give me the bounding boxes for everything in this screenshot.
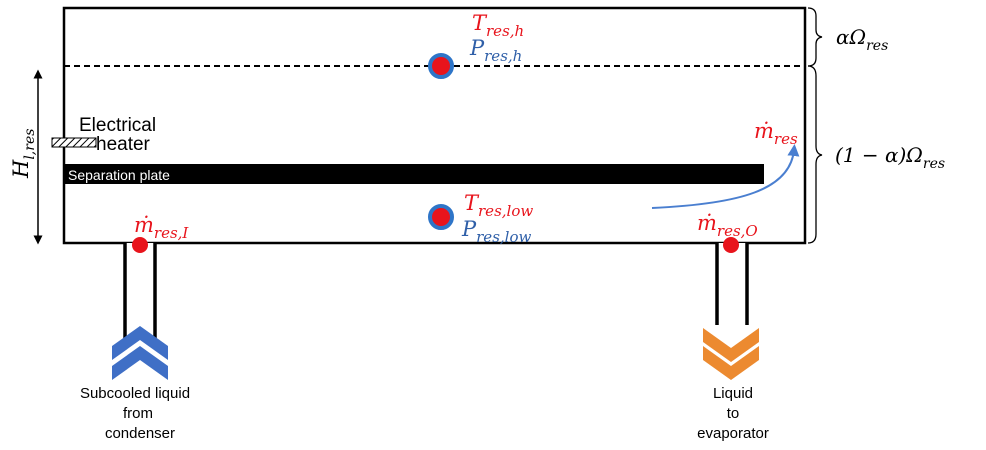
inlet-label-line1: Subcooled liquid [80, 385, 190, 402]
outlet-label-line2: to [727, 405, 740, 422]
liquid-volume-sub: res [923, 156, 945, 172]
outlet-label-line3: evaporator [697, 425, 769, 442]
p-high-label: Pres,h [469, 36, 522, 65]
p-low-main: P [461, 217, 477, 241]
liquid-height-sub: l,res [22, 129, 38, 160]
double-chevron-down-icon [703, 328, 759, 380]
vapor-volume-brace [807, 7, 823, 67]
t-high-main: T [472, 11, 488, 35]
p-high-main: P [469, 36, 485, 60]
t-low-label: Tres,low [464, 191, 533, 220]
separation-plate-label: Separation plate [68, 167, 170, 183]
sensor-high [428, 53, 454, 79]
m-res-main: ṁ [754, 119, 774, 143]
t-high-label: Tres,h [472, 11, 524, 40]
vapor-volume-label: αΩres [836, 25, 888, 54]
separation-plate [64, 164, 764, 184]
inlet-flow-sensor [132, 237, 148, 253]
t-low-main: T [464, 191, 480, 215]
m-out-main: ṁ [697, 211, 717, 235]
m-out-label: ṁres,O [697, 211, 758, 240]
outlet-flow-sensor [723, 237, 739, 253]
inlet-label-line2: from [123, 405, 153, 422]
liquid-volume-main: (1 − α)Ω [835, 143, 923, 167]
p-low-sub: res,low [476, 228, 531, 246]
inlet-label-line3: condenser [105, 425, 175, 442]
liquid-volume-label: (1 − α)Ωres [835, 143, 945, 172]
hatched-heater-icon [51, 137, 97, 148]
svg-text:Hl,res: Hl,res [9, 129, 38, 179]
m-in-sub: res,I [154, 224, 190, 242]
heater-label-line1: Electrical [79, 115, 156, 136]
p-high-sub: res,h [484, 47, 522, 65]
t-low-sub: res,low [478, 202, 533, 220]
m-out-sub: res,O [717, 222, 758, 240]
p-low-label: Pres,low [461, 217, 531, 246]
m-res-sub: res [774, 130, 798, 148]
reservoir-tank [62, 6, 807, 245]
double-chevron-up-icon [112, 326, 168, 380]
m-res-label: ṁres [754, 119, 798, 148]
flow-arrow [651, 144, 800, 209]
m-in-main: ṁ [134, 213, 154, 237]
vapor-volume-sub: res [866, 38, 888, 54]
liquid-height-label: Hl,res [9, 129, 38, 179]
m-in-label: ṁres,I [134, 213, 189, 242]
heater-label-line2: heater [96, 134, 151, 155]
liquid-volume-brace [807, 65, 823, 244]
sensor-low [428, 204, 454, 230]
vapor-volume-main: αΩ [836, 25, 866, 49]
outlet-label-line1: Liquid [713, 385, 753, 402]
liquid-height-main: H [9, 159, 33, 179]
t-high-sub: res,h [486, 22, 524, 40]
outlet-pipe [717, 243, 747, 325]
